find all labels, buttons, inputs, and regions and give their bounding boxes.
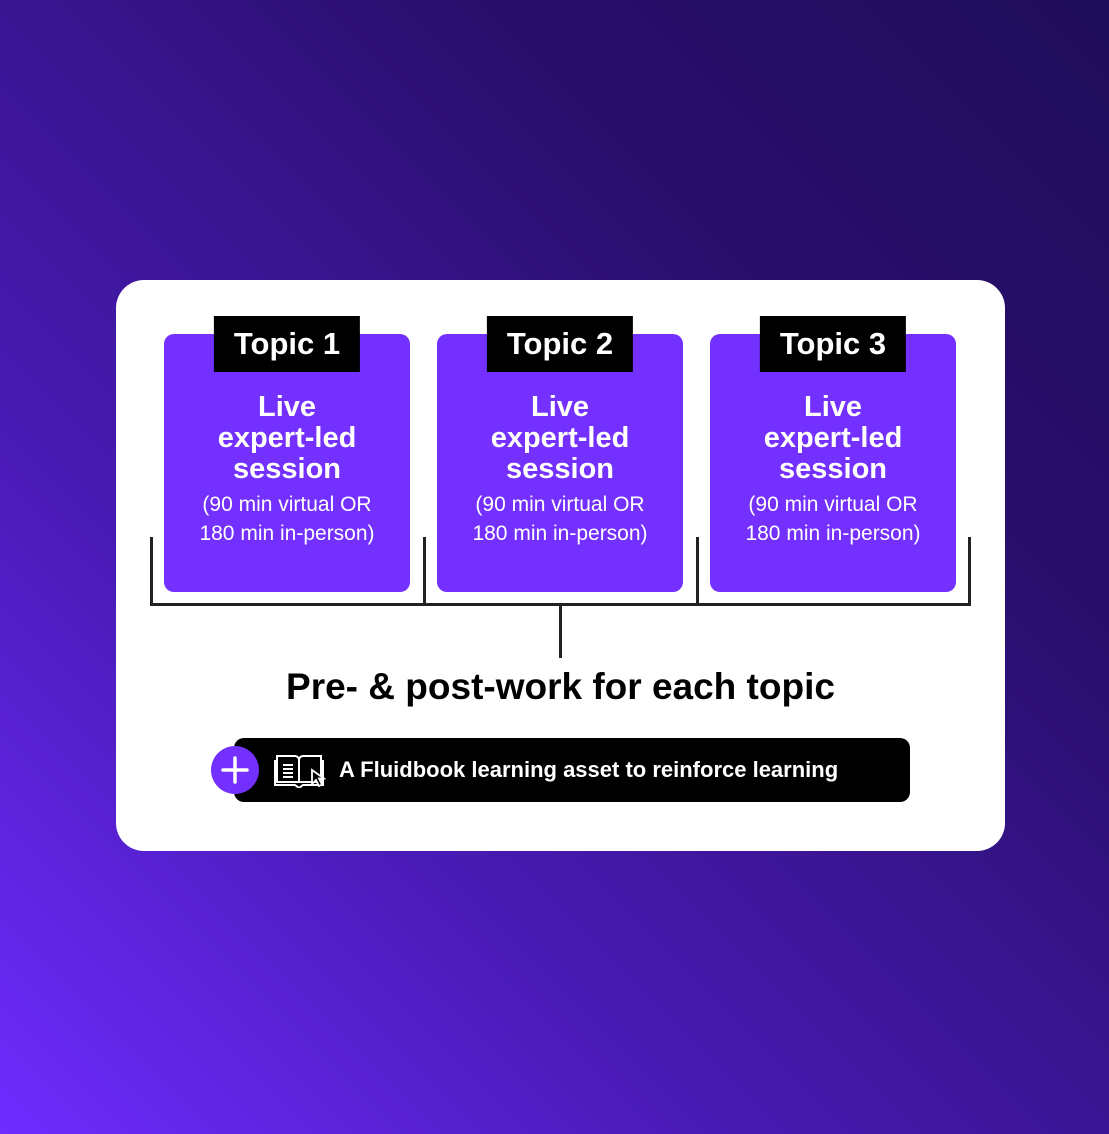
topic-tag: Topic 1 <box>213 316 361 372</box>
plus-icon <box>211 746 259 794</box>
bracket-stem <box>559 603 562 658</box>
topic-tag: Topic 3 <box>759 316 907 372</box>
asset-label: A Fluidbook learning asset to reinforce … <box>339 757 839 782</box>
bracket-tick <box>696 537 699 606</box>
bracket-tick <box>423 537 426 606</box>
bracket-tick <box>150 537 153 606</box>
bracket-tick <box>968 537 971 606</box>
book-icon <box>274 755 326 788</box>
section-heading: Pre- & post-work for each topic <box>286 666 835 707</box>
asset-banner: A Fluidbook learning asset to reinforce … <box>234 738 910 802</box>
topic-tag: Topic 2 <box>486 316 634 372</box>
